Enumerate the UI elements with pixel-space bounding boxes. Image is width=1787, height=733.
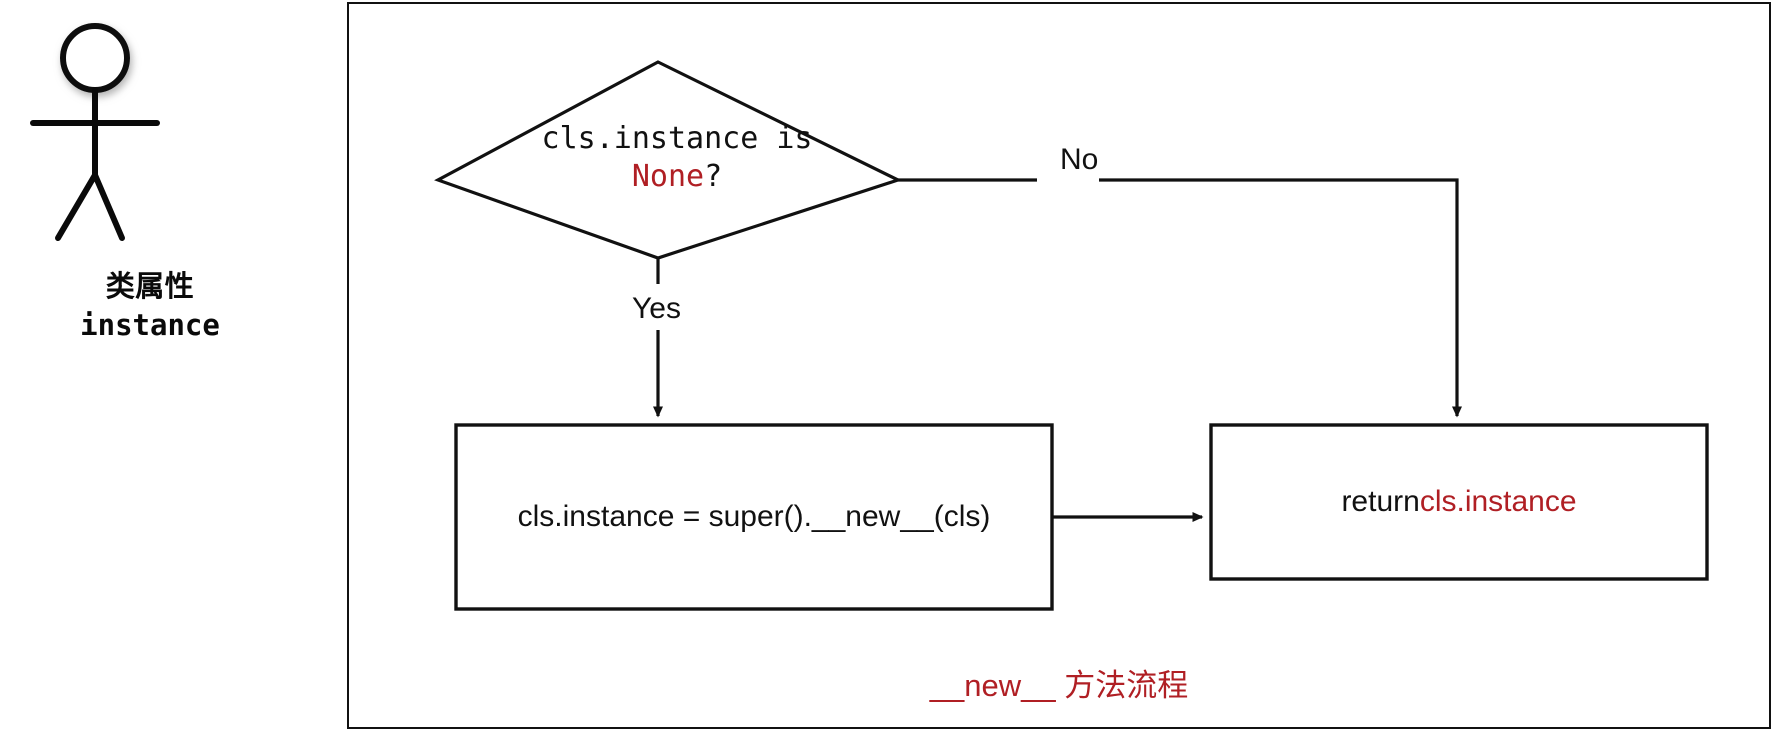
decision-text-prefix: cls.instance is (541, 121, 813, 156)
edge-label-no: No (1060, 143, 1099, 176)
assign-box-text: cls.instance = super().__new__(cls) (456, 425, 1052, 609)
actor-label-code: instance (80, 308, 220, 343)
assign-box-label: cls.instance = super().__new__(cls) (517, 500, 991, 533)
decision-text-suffix: ? (704, 159, 723, 194)
decision-text: cls.instance is None? (452, 120, 902, 196)
return-value: cls.instance (1419, 485, 1577, 518)
flowchart-shapes (434, 60, 1709, 611)
stick-figure-icon (30, 23, 160, 241)
edge-label-yes: Yes (632, 292, 681, 325)
caption-code: __new__ (929, 668, 1056, 703)
return-box (1209, 423, 1709, 581)
actor-caption: 类属性 instance (0, 268, 300, 344)
actor-figure-group: 类属性 instance (0, 20, 300, 380)
decision-text-highlight: None (631, 159, 705, 194)
actor-label-cn: 类属性 (105, 269, 195, 303)
caption-text: 方法流程 (1055, 668, 1189, 703)
edge-no-path-2 (1099, 178, 1462, 418)
assign-box (454, 423, 1054, 611)
diagram-caption: __new__ 方法流程 (347, 660, 1771, 705)
return-keyword: return (1341, 485, 1420, 518)
return-box-text: return cls.instance (1211, 425, 1707, 579)
